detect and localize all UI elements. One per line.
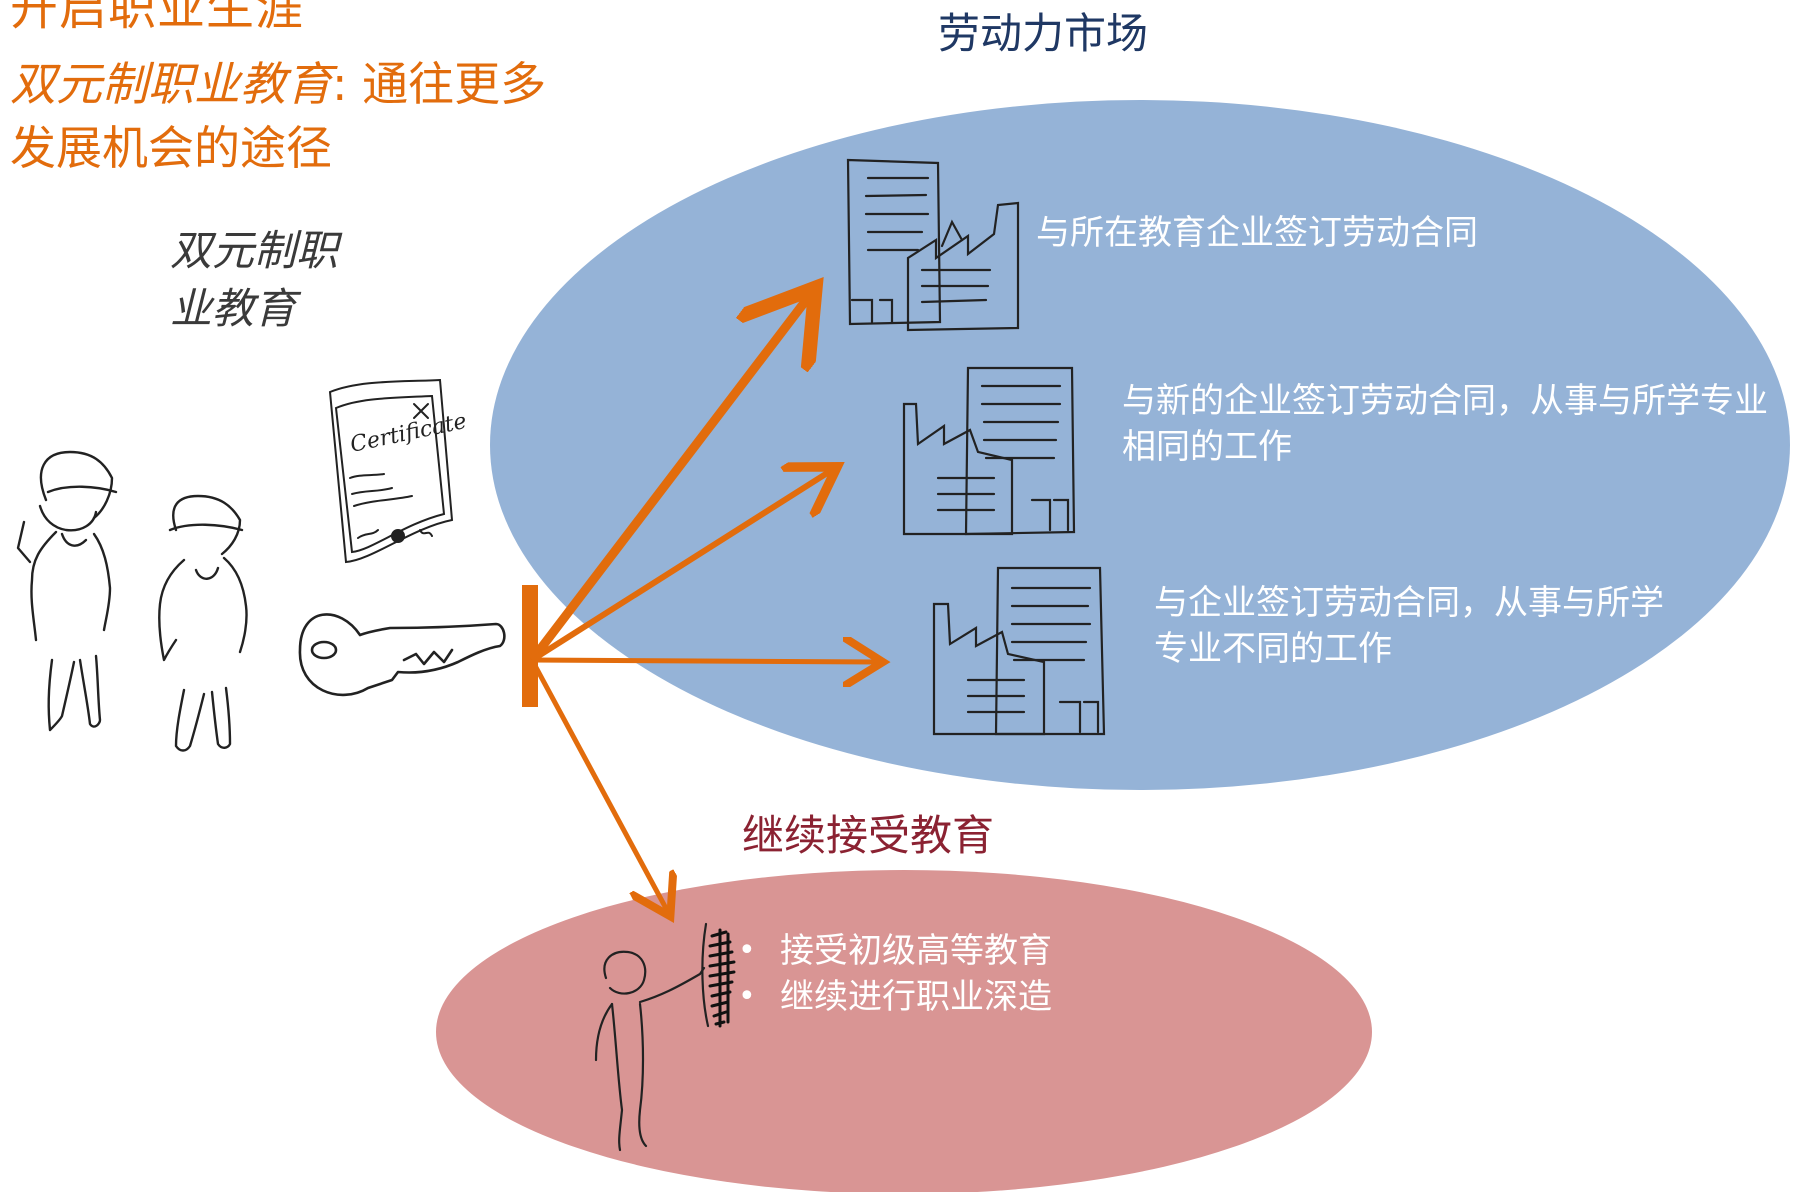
further-education-ellipse [436,870,1372,1192]
company-building-icon-3 [932,566,1106,736]
trainee-figure-right [158,494,248,752]
key-icon [298,613,506,697]
page-title: 开启职业生涯 [10,0,305,36]
subtitle-line2: 发展机会的途径 [10,121,332,175]
subtitle-dual-education: 双元制职业教育 [10,57,332,111]
list-item: 继续进行职业深造 [738,974,1052,1020]
option-employer-different-field: 与企业签订劳动合同，从事与所学专业不同的工作 [1154,583,1664,669]
dual-education-label: 双元制职 业教育 [170,222,390,338]
arrow-to-current-employer [528,295,810,663]
company-building-icon-2 [902,366,1076,536]
subtitle-rest-line1: : 通往更多 [332,57,547,111]
page-subtitle: 双元制职业教育: 通往更多 发展机会的途径 [10,52,670,180]
further-education-list: 接受初级高等教育 继续进行职业深造 [738,928,1052,1020]
certificate-icon [328,378,454,564]
key-bit-bar [522,585,538,707]
arrow-to-new-employer-same-field [530,470,832,663]
labor-market-title: 劳动力市场 [938,9,1149,58]
further-education-title: 继续接受教育 [742,811,995,860]
arrow-to-further-education [529,658,668,912]
list-item: 接受初级高等教育 [738,928,1052,974]
arrow-to-employer-different-field [531,660,878,662]
option-current-employer: 与所在教育企业签订劳动合同 [1036,213,1478,253]
blackboard-icon [708,928,736,1028]
company-building-icon-1 [846,158,1020,332]
certificate-label: Certificate [348,409,469,458]
option-new-employer-same-field: 与新的企业签订劳动合同，从事与所学专业相同的工作 [1122,381,1768,467]
trainee-figure-left [16,450,118,732]
student-blackboard-figure [594,922,710,1152]
labor-market-ellipse [490,100,1790,790]
dual-education-label-line1: 双元制职 [170,226,339,275]
dual-education-label-line2: 业教育 [170,284,297,333]
